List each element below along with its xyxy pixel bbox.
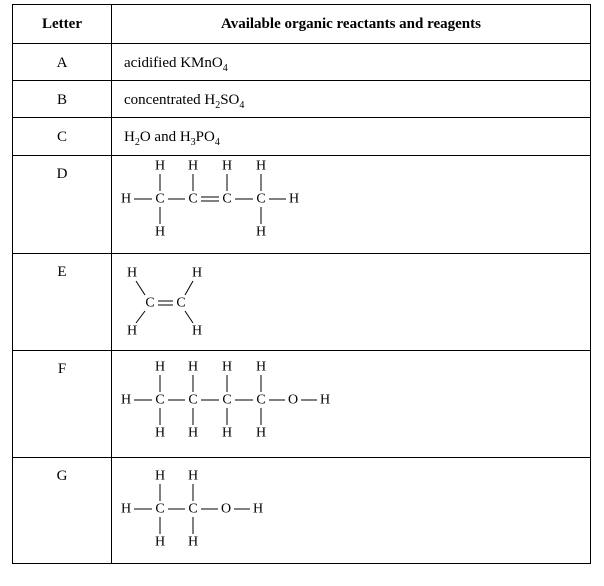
- reagent-text: H2O and H3PO4: [111, 117, 591, 156]
- hydrogen-atom: H: [155, 159, 165, 174]
- bond-line: [135, 310, 146, 324]
- table-row: B concentrated H2SO4: [12, 80, 591, 118]
- hydrogen-atom: H: [222, 360, 232, 375]
- hydrogen-atom: H: [155, 469, 165, 484]
- table-row: A acidified KMnO4: [12, 43, 591, 81]
- row-letter: F: [12, 350, 112, 458]
- table-row: D H H H H H C C C C H H H: [12, 155, 591, 254]
- hydrogen-atom: H: [188, 535, 198, 550]
- hydrogen-atom: H: [222, 426, 232, 441]
- hydrogen-atom: H: [127, 324, 137, 339]
- hydrogen-atom: H: [127, 266, 137, 281]
- structure-cell: H H H C C O H H H: [111, 457, 591, 564]
- reagent-text: concentrated H2SO4: [111, 80, 591, 118]
- hydrogen-atom: H: [192, 266, 202, 281]
- table-row: C H2O and H3PO4: [12, 117, 591, 156]
- hydrogen-atom: H: [222, 159, 232, 174]
- hydrogen-atom: H: [192, 324, 202, 339]
- hydrogen-atom: H: [155, 360, 165, 375]
- carbon-atom: C: [188, 393, 197, 408]
- bond-line: [184, 310, 194, 324]
- row-letter: B: [12, 80, 112, 118]
- row-letter: E: [12, 253, 112, 351]
- row-letter: G: [12, 457, 112, 564]
- table-row: F H H H H H C C C C O H H H H H: [12, 350, 591, 458]
- carbon-atom: C: [176, 296, 185, 311]
- carbon-atom: C: [222, 192, 231, 207]
- table-row: G H H H C C O H H H: [12, 457, 591, 564]
- carbon-atom: C: [155, 393, 164, 408]
- hydrogen-atom: H: [155, 225, 165, 240]
- structure-cell: H H H H H C C C C H H H: [111, 155, 591, 254]
- header-letter: Letter: [12, 4, 112, 44]
- hydrogen-atom: H: [253, 502, 263, 517]
- hydrogen-atom: H: [121, 192, 131, 207]
- hydrogen-atom: H: [256, 159, 266, 174]
- bond-line: [184, 280, 194, 296]
- hydrogen-atom: H: [155, 426, 165, 441]
- reactants-table: Letter Available organic reactants and r…: [12, 4, 591, 564]
- ethanol-structure: H H H C C O H H H: [121, 469, 263, 550]
- table-header-row: Letter Available organic reactants and r…: [12, 4, 591, 44]
- structure-cell: H H H H H C C C C O H H H H H: [111, 350, 591, 458]
- carbon-atom: C: [256, 192, 265, 207]
- butan-1-ol-structure: H H H H H C C C C O H H H H H: [121, 360, 330, 441]
- hydrogen-atom: H: [188, 360, 198, 375]
- oxygen-atom: O: [288, 393, 298, 408]
- carbon-atom: C: [222, 393, 231, 408]
- bond-line: [135, 280, 146, 296]
- hydrogen-atom: H: [121, 502, 131, 517]
- hydrogen-atom: H: [289, 192, 299, 207]
- hydrogen-atom: H: [188, 159, 198, 174]
- header-reactants: Available organic reactants and reagents: [111, 4, 591, 44]
- reagent-text: acidified KMnO4: [111, 43, 591, 81]
- carbon-atom: C: [256, 393, 265, 408]
- row-letter: C: [12, 117, 112, 156]
- carbon-atom: C: [155, 502, 164, 517]
- hydrogen-atom: H: [188, 426, 198, 441]
- hydrogen-atom: H: [188, 469, 198, 484]
- carbon-atom: C: [188, 502, 197, 517]
- but-2-ene-structure: H H H H H C C C C H H H: [121, 159, 299, 240]
- hydrogen-atom: H: [256, 360, 266, 375]
- hydrogen-atom: H: [256, 426, 266, 441]
- hydrogen-atom: H: [320, 393, 330, 408]
- row-letter: D: [12, 155, 112, 254]
- carbon-atom: C: [155, 192, 164, 207]
- carbon-atom: C: [145, 296, 154, 311]
- row-letter: A: [12, 43, 112, 81]
- hydrogen-atom: H: [155, 535, 165, 550]
- hydrogen-atom: H: [256, 225, 266, 240]
- oxygen-atom: O: [221, 502, 231, 517]
- carbon-atom: C: [188, 192, 197, 207]
- hydrogen-atom: H: [121, 393, 131, 408]
